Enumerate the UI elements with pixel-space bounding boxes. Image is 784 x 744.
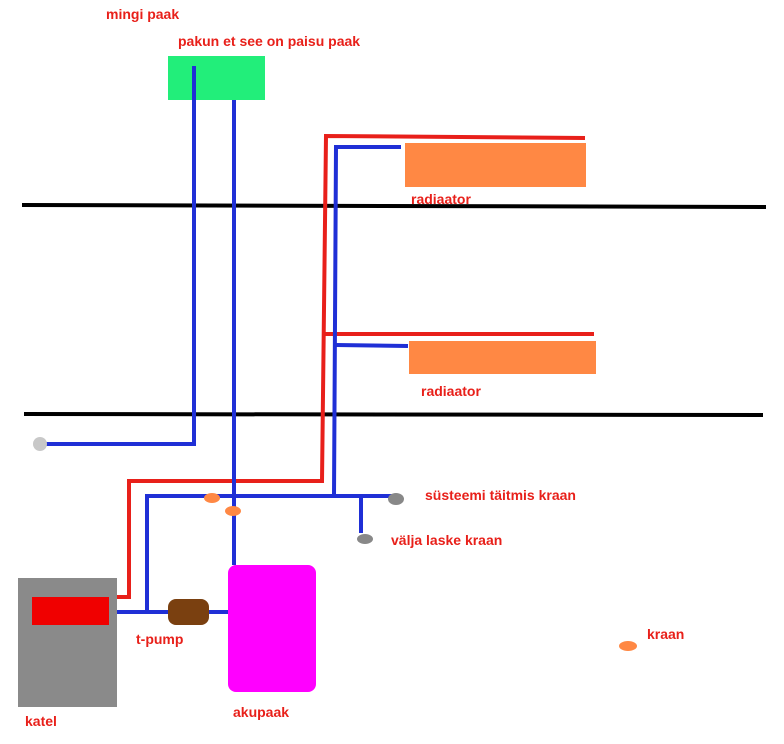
circulation-pump-label: t-pump	[136, 631, 184, 647]
accumulator-tank-label: akupaak	[233, 704, 290, 720]
radiator-lower	[409, 341, 596, 374]
radiator-lower-label: radiaator	[421, 383, 481, 399]
radiator-upper	[405, 143, 586, 187]
boiler-label: katel	[25, 713, 57, 729]
valve-legend-label: kraan	[647, 626, 685, 642]
supply-pipe	[117, 133, 586, 599]
fill-valve	[388, 493, 404, 505]
expansion-tank-label: pakun et see on paisu paak	[178, 33, 361, 49]
radiator-upper-label: radiaator	[411, 191, 471, 207]
accumulator-tank	[228, 565, 316, 692]
boiler-burner	[32, 597, 109, 625]
drain-valve-label: välja laske kraan	[391, 532, 503, 548]
lower-floor-line	[23, 412, 764, 417]
drain-valve	[357, 534, 373, 544]
return-branch-lower	[335, 343, 409, 348]
upper-floor-line	[21, 203, 767, 209]
valve-orange-2	[225, 506, 241, 516]
expansion-tank	[168, 56, 265, 100]
mingi-paak-label: mingi paak	[106, 6, 180, 22]
valve-orange-1	[204, 493, 220, 503]
valve-legend-symbol	[619, 641, 637, 651]
circulation-pump	[168, 599, 209, 625]
bleed-valve	[33, 437, 47, 451]
expansion-pipe-left	[44, 66, 196, 446]
return-main	[117, 494, 396, 614]
fill-valve-label: süsteemi täitmis kraan	[425, 487, 576, 503]
return-riser-upper	[332, 145, 401, 497]
